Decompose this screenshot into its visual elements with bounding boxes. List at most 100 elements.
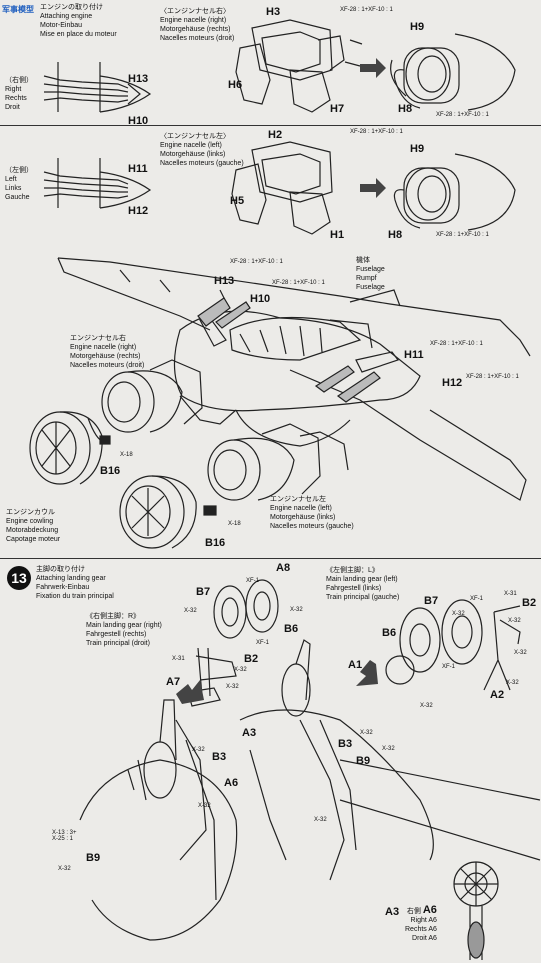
paint-x32-j: X-32 [360, 730, 373, 736]
right-side-en: Right [5, 86, 22, 93]
gear-left-caption: 《左側主脚：L》 Main landing gear (left) Fahrge… [326, 566, 399, 602]
paint-h8-bottom: XF-28 : 1+XF-10 : 1 [436, 232, 489, 238]
part-a3: A3 [242, 727, 257, 739]
gear-right-fr: Train principal (droit) [86, 640, 150, 647]
part-a3-detail: A3 [385, 906, 400, 918]
engine-cowling-right [29, 411, 103, 485]
gear-right-de: Fahrgestell (rechts) [86, 631, 147, 638]
a6-note-title: 右側 A6 [405, 904, 437, 916]
part-h8-top: H8 [398, 103, 413, 115]
nacelle-left-caption: 〈エンジンナセル左〉 Engine nacelle (left) Motorge… [160, 132, 244, 168]
arrow-gear-right [176, 680, 204, 704]
part-h11: H11 [404, 349, 424, 361]
nacelle-right-fr: Nacelles moteurs (droit) [160, 35, 235, 42]
part-h10: H10 [250, 293, 271, 305]
nacelle-left-jp: 〈エンジンナセル左〉 [160, 133, 230, 140]
part-b6-right: B6 [284, 623, 299, 635]
paint-x31-b: X-31 [504, 591, 517, 597]
exhaust-right-diagram [43, 62, 152, 113]
cowling-en: Engine cowling [6, 518, 54, 525]
left-side-label: （左側） Left Links Gauche [5, 166, 33, 202]
gear-right-jp: 《右側主脚：R》 [86, 613, 141, 620]
part-b9-left: B9 [356, 755, 371, 767]
nacelle-right-en: Engine nacelle (right) [160, 17, 227, 24]
paint-h2: XF-28 : 1+XF-10 : 1 [350, 129, 403, 135]
right-side-label: （右側） Right Rechts Droit [5, 76, 33, 112]
divider-1 [0, 125, 541, 126]
nacelle-left-main-fr: Nacelles moteurs (gauche) [270, 523, 354, 530]
cowling-de: Motorabdeckung [6, 527, 59, 534]
arrow-right-1 [360, 58, 386, 78]
step13-jp: 主脚の取り付け [36, 566, 85, 573]
a6-note: 右側 A6 Right A6 Rechts A6 Droit A6 [405, 904, 437, 943]
part-h5: H5 [230, 195, 245, 207]
part-b2-right: B2 [244, 653, 259, 665]
paint-x32-o: X-32 [58, 866, 71, 872]
paint-x32-h: X-32 [506, 680, 519, 686]
arrow-right-2 [360, 178, 386, 198]
nacelle-left-main-caption: エンジンナセル左 Engine nacelle (left) Motorgehä… [270, 495, 354, 531]
nacelle-left-parts [231, 141, 516, 235]
paint-x32-n: X-32 [314, 817, 327, 823]
aircraft-wing-drawing [57, 257, 531, 501]
part-h13-top: H13 [128, 73, 149, 85]
nacelle-right-main-caption: エンジンナセル右 Engine nacelle (right) Motorgeh… [70, 334, 144, 370]
paint-x32-m: X-32 [198, 803, 211, 809]
part-h2: H2 [268, 129, 283, 141]
landing-gear-left-parts [385, 599, 521, 691]
part-h11-top: H11 [128, 163, 148, 175]
nacelle-right-main-jp: エンジンナセル右 [70, 335, 126, 342]
paint-x18-left: X-18 [228, 521, 241, 527]
watermark: 军事模型 [2, 5, 34, 14]
exhaust-left-diagram [43, 158, 152, 209]
paint-xf1-d: XF-1 [442, 664, 456, 670]
step13-de: Fahrwerk-Einbau [36, 584, 90, 591]
part-b16-right: B16 [100, 465, 121, 477]
paint-x32-e: X-32 [452, 611, 465, 617]
part-h12-top: H12 [128, 205, 149, 217]
nacelle-left-de: Motorgehäuse (links) [160, 151, 226, 158]
left-side-de: Links [5, 185, 22, 192]
paint-x25: X-25 : 1 [52, 836, 74, 842]
gear-left-jp: 《左側主脚：L》 [326, 567, 379, 574]
fuselage-fr: Fuselage [356, 284, 385, 291]
paint-x32-d: X-32 [226, 684, 239, 690]
part-b3-right: B3 [212, 751, 227, 763]
step13-fr: Fixation du train principal [36, 593, 114, 600]
a6-note-jp: 右側 [406, 908, 421, 915]
left-side-jp: （左側） [5, 167, 33, 174]
nacelle-right-de: Motorgehäuse (rechts) [160, 26, 231, 33]
paint-x13: X-13 : 3+ [52, 830, 77, 836]
fuselage-label: 機体 Fuselage Rumpf Fuselage [356, 256, 385, 292]
cowling-caption: エンジンカウル Engine cowling Motorabdeckung Ca… [6, 508, 60, 544]
a6-note-part: A6 [422, 904, 437, 916]
nacelle-left-main-de: Motorgehäuse (links) [270, 514, 336, 521]
engine-install-de: Motor-Einbau [40, 22, 83, 29]
part-a2: A2 [490, 689, 505, 701]
cockpit-inserts [197, 297, 381, 403]
fuselage-jp: 機体 [356, 257, 370, 264]
part-b16-left: B16 [205, 537, 226, 549]
paint-x31-a: X-31 [172, 656, 185, 662]
part-a8: A8 [276, 562, 291, 574]
engine-cowling-left [119, 475, 197, 549]
engine-install-heading: エンジンの取り付け Attaching engine Motor-Einbau … [40, 3, 117, 39]
cowling-jp: エンジンカウル [6, 509, 55, 516]
part-h7: H7 [330, 103, 345, 115]
nacelle-left-en: Engine nacelle (left) [160, 142, 222, 149]
gear-left-en: Main landing gear (left) [326, 576, 398, 583]
part-h13: H13 [214, 275, 235, 287]
left-side-fr: Gauche [5, 194, 30, 201]
paint-xf1-a: XF-1 [246, 578, 260, 584]
paint-x32-g: X-32 [514, 650, 527, 656]
paint-x32-b: X-32 [184, 608, 197, 614]
engine-install-fr: Mise en place du moteur [40, 31, 117, 38]
paint-x32-l: X-32 [192, 747, 205, 753]
right-side-de: Rechts [5, 95, 27, 102]
paint-x32-a: X-32 [290, 607, 303, 613]
nacelle-right-main-en: Engine nacelle (right) [70, 344, 137, 351]
nacelle-right-main-fr: Nacelles moteurs (droit) [70, 362, 145, 369]
fuselage-en: Fuselage [356, 266, 385, 273]
